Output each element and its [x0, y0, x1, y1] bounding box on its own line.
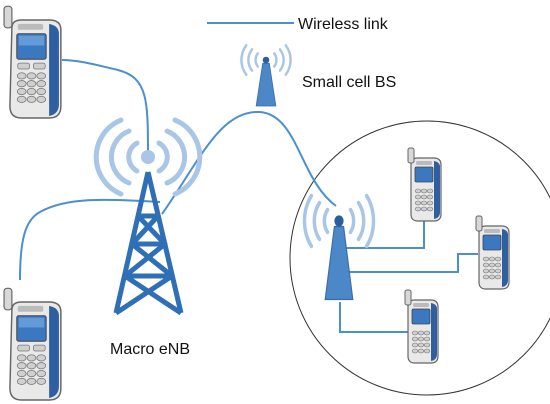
mobile-phone-icon-bottom-left [3, 287, 62, 401]
cell-tower-icon [113, 171, 184, 316]
mobile-phone-icon-ue-3 [404, 289, 439, 364]
link-macro-to-small-cell [161, 110, 337, 215]
link-small-to-ue-3 [339, 302, 408, 333]
macro-enb-label: Macro eNB [110, 341, 190, 358]
macro-waves [93, 117, 203, 197]
link-small-to-ue-2 [348, 253, 478, 273]
mobile-phone-icon-ue-2 [475, 215, 510, 290]
mobile-phone-icon-top-left [3, 5, 62, 119]
legend-small-cell-label: Small cell BS [302, 74, 396, 91]
legend-wireless-link-label: Wireless link [298, 16, 389, 33]
legend: Wireless link Small cell BS [207, 16, 396, 108]
link-macro-to-phone-bottom [19, 198, 161, 281]
wireless-links [19, 59, 478, 333]
link-macro-to-phone-top [61, 59, 149, 158]
mobile-phone-icon-ue-1 [407, 147, 442, 222]
small-cell-coverage [289, 120, 550, 396]
legend-small-cell-icon [240, 44, 292, 108]
macro-enb-tower [93, 117, 203, 316]
